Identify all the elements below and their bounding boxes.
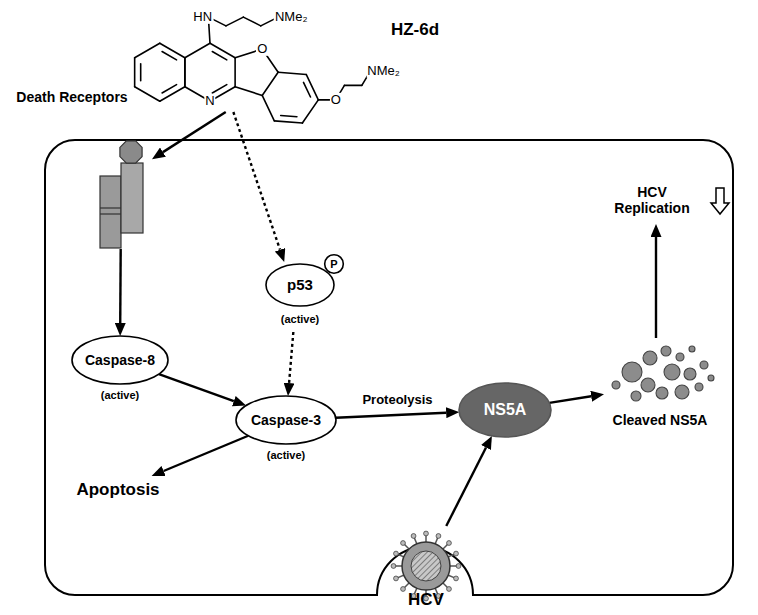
cell-membrane (45, 140, 733, 595)
receptor: Death Receptors (6, 86, 152, 249)
arrow (655, 237, 657, 338)
atom-label: NMe₂ (366, 64, 401, 78)
atom-label: N (204, 94, 215, 108)
node-label: p53 (287, 276, 313, 293)
node-label: Caspase-3 (251, 412, 321, 428)
node-label: NS5A (484, 401, 527, 419)
node-outline (72, 336, 168, 384)
node-label: Death Receptors (16, 89, 127, 105)
receptor-symbol (100, 141, 143, 248)
protein-ellipse: p53 (active) (262, 262, 338, 332)
enzyme-ellipse: Caspase-3 (active) (234, 395, 338, 463)
outcome-label: Apoptosis (66, 476, 170, 504)
node-sublabel: (active) (267, 449, 306, 462)
arrow (159, 374, 234, 401)
atom-label: NMe₂ (274, 10, 309, 24)
atom-label: O (330, 93, 342, 107)
decrease-arrow (711, 188, 729, 214)
node-label: Apoptosis (76, 480, 159, 500)
virus: HCV (388, 526, 464, 612)
protein-fragments (612, 346, 714, 401)
node-outline (459, 383, 551, 437)
node-label: HZ-6d (391, 20, 439, 40)
phospho-circle: P (324, 254, 345, 275)
arrow (163, 112, 226, 152)
chemical-structure (135, 17, 371, 123)
atom-label: HN (192, 10, 213, 24)
node-outline (236, 396, 336, 444)
node-outline (266, 264, 334, 306)
dashed-arrow (289, 332, 293, 383)
node-outline (325, 255, 344, 274)
arrow (336, 413, 446, 418)
arrow (549, 396, 591, 403)
arrow (446, 447, 486, 526)
enzyme-ellipse: Caspase-8 (active) (70, 335, 170, 403)
node-label: P (330, 258, 337, 271)
dashed-arrow (233, 112, 280, 250)
arrow (119, 249, 122, 323)
node-sublabel: (active) (101, 389, 140, 402)
node-label: HCV (408, 590, 444, 610)
arrow (164, 436, 249, 471)
protein-ellipse: NS5A (458, 382, 553, 439)
node-label: Cleaved NS5A (613, 412, 708, 428)
node-label: HCV Replication (602, 184, 702, 216)
edge-label: Proteolysis (360, 392, 434, 407)
outcome-label: HCV Replication (600, 178, 710, 224)
fragments-label: Cleaved NS5A (604, 338, 720, 432)
node-label: Caspase-8 (85, 352, 155, 368)
atom-label: O (256, 42, 268, 56)
node-sublabel: (active) (281, 313, 320, 326)
